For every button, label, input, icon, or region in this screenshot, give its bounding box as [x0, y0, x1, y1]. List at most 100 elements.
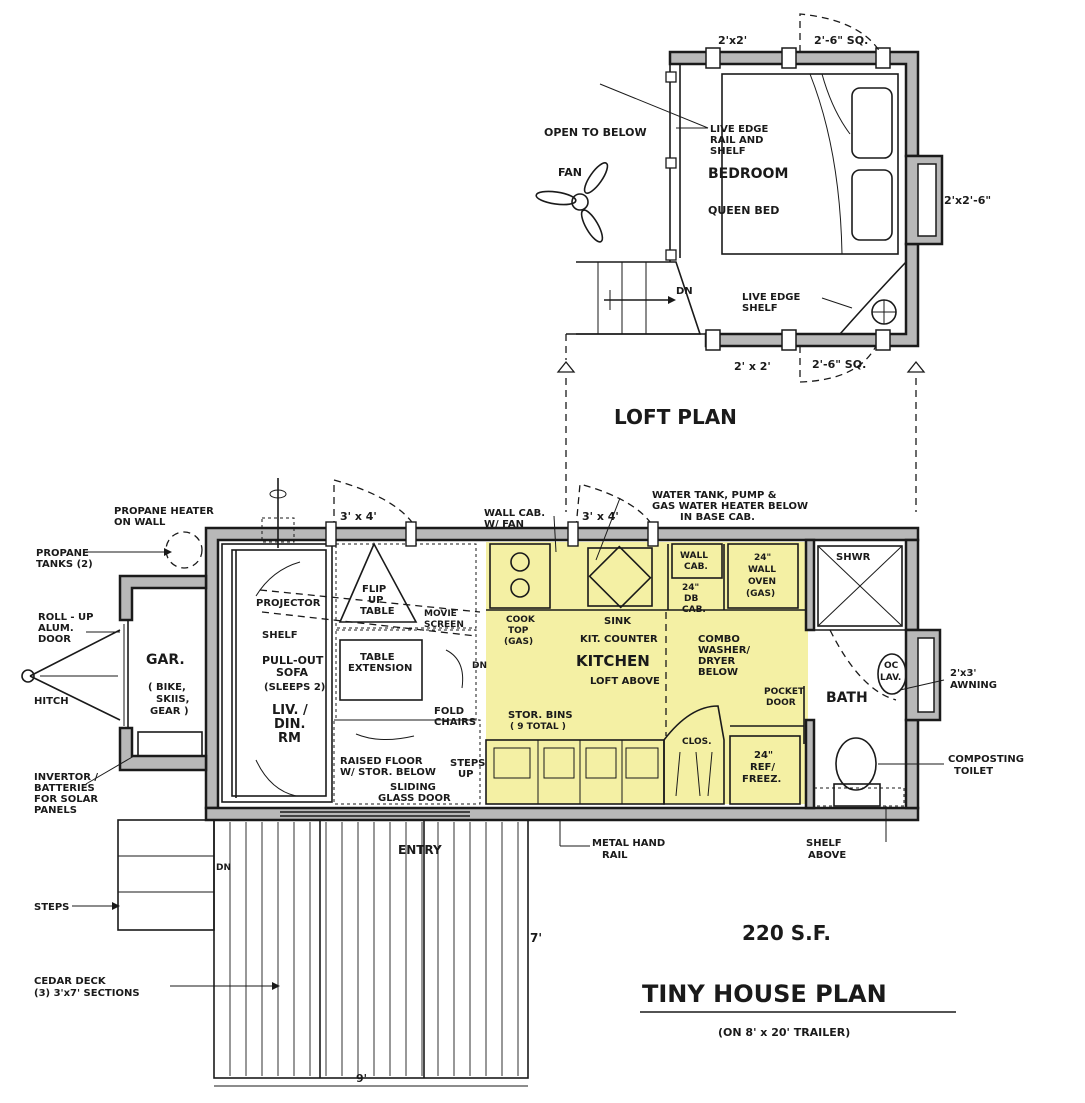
loft-dormer-label: 2'x2'-6" — [944, 194, 991, 207]
flip-up-table — [338, 542, 418, 623]
flip-table-label: TABLE — [360, 606, 395, 617]
movie-screen-label: SCREEN — [424, 620, 464, 630]
sofa-outline — [221, 543, 333, 803]
wall-cab — [671, 543, 723, 579]
cedar-deck-label: CEDAR DECK — [34, 976, 107, 987]
window-label: 3' x 4' — [582, 510, 619, 523]
lav-label: LAV. — [880, 673, 901, 683]
hitch-ball — [21, 669, 35, 683]
db-cab-label: CAB. — [682, 605, 706, 615]
invertor-batteries — [137, 731, 203, 757]
ref-label: REF/ — [750, 762, 775, 773]
roll-up-door-label: DOOR — [38, 634, 71, 645]
garage-contents: GEAR ) — [150, 706, 189, 717]
sink-label: SINK — [604, 616, 632, 627]
fan-blade — [583, 162, 609, 194]
shelf-label: SHELF — [262, 630, 298, 641]
composting-toilet — [835, 737, 877, 791]
house-wall-bottom — [204, 806, 920, 822]
deck-boards — [229, 822, 519, 1076]
awning-label: AWNING — [950, 680, 997, 691]
fold-chair — [445, 649, 464, 689]
wall-oven-label: 24" — [754, 553, 771, 563]
shelf-above-label: ABOVE — [808, 850, 846, 861]
sofa-pillow — [255, 561, 301, 597]
table-extension-label: TABLE — [360, 652, 395, 663]
table-extension-label: EXTENSION — [348, 663, 412, 674]
sofa-inner — [231, 549, 327, 797]
water-tank-label: IN BASE CAB. — [680, 512, 755, 523]
kitchen-label: KITCHEN — [576, 652, 650, 670]
bath-window — [917, 637, 935, 713]
toilet-label: TOILET — [954, 766, 993, 777]
projector-label: PROJECTOR — [256, 598, 321, 609]
steps-up-label: STEPS — [450, 758, 485, 769]
bedroom-label: BEDROOM — [708, 166, 788, 182]
kit-counter-label: KIT. COUNTER — [580, 634, 658, 645]
sofa-label: (SLEEPS 2) — [264, 682, 325, 693]
washer-label: WASHER/ — [698, 645, 750, 656]
window-swing — [799, 345, 877, 383]
closet-label: CLOS. — [682, 737, 712, 747]
ref-label: 24" — [754, 750, 773, 761]
rail-post — [665, 71, 677, 83]
fan-blade — [535, 190, 577, 206]
cook-top-label: TOP — [508, 626, 529, 636]
live-edge-shelf-curve — [839, 261, 907, 335]
sliding-door-label: GLASS DOOR — [378, 793, 451, 804]
living-dining-label: RM — [278, 731, 301, 746]
fold-chairs-label: CHAIRS — [434, 717, 476, 728]
live-edge-shelf-label: LIVE EDGE — [742, 292, 800, 303]
water-tank-label: GAS WATER HEATER BELOW — [652, 501, 808, 512]
loft-skylight-label: 2'-6" SQ. — [814, 34, 868, 47]
pillow — [851, 87, 893, 159]
deck-dim-label: 9' — [356, 1072, 367, 1085]
garage-contents: ( BIKE, — [148, 682, 186, 693]
fold-chair — [355, 733, 415, 740]
invertor-label: INVERTOR / — [34, 772, 98, 783]
washer-label: COMBO — [698, 634, 740, 645]
shelf-above-label: SHELF — [806, 838, 842, 849]
plan-subtitle: (ON 8' x 20' TRAILER) — [718, 1026, 850, 1039]
storage-bins-label: STOR. BINS — [508, 710, 573, 721]
living-dining-label: DIN. — [274, 717, 305, 732]
propane-tanks-label: PROPANE — [36, 548, 89, 559]
area-label: 220 S.F. — [742, 921, 831, 945]
steps-label: STEPS — [34, 902, 69, 913]
cook-top-label: (GAS) — [504, 637, 533, 647]
main-floor — [21, 478, 945, 1087]
propane-heater-label: PROPANE HEATER — [114, 506, 214, 517]
deck-dim-label: 7' — [530, 931, 542, 945]
sofa-pillow — [255, 759, 297, 797]
garage-contents: SKIIS, — [156, 694, 189, 705]
metal-rail-label: RAIL — [602, 850, 628, 861]
invertor-label: PANELS — [34, 805, 77, 816]
wall-cab-fan-label: W/ FAN — [484, 519, 524, 530]
entry-label: ENTRY — [398, 843, 442, 857]
wall-cab-label: WALL — [680, 551, 708, 561]
loft-stair-outline — [576, 261, 702, 335]
window-swing — [799, 13, 881, 53]
lav-label: OC — [884, 661, 899, 671]
loft-skylight-label: 2'-6" SQ. — [812, 358, 866, 371]
pocket-door-label: DOOR — [766, 698, 796, 708]
closet — [663, 705, 725, 805]
fold-chairs-label: FOLD — [434, 706, 464, 717]
pocket-door-label: POCKET — [764, 687, 805, 697]
garage-label: GAR. — [146, 652, 185, 668]
queen-bed — [721, 73, 899, 255]
raised-floor-label: W/ STOR. BELOW — [340, 767, 436, 778]
roll-up-door-label: ALUM. — [38, 623, 74, 634]
steps — [117, 819, 215, 931]
shower-label: SHWR — [836, 552, 871, 563]
roll-up-door-label: ROLL - UP — [38, 612, 94, 623]
invertor-label: BATTERIES — [34, 783, 95, 794]
toilet-label: COMPOSTING — [948, 754, 1024, 765]
live-edge-rail-label: RAIL AND — [710, 135, 763, 146]
db-cab-label: DB — [684, 594, 698, 604]
open-to-below-label: OPEN TO BELOW — [544, 126, 647, 139]
window-label: 3' x 4' — [340, 510, 377, 523]
cook-top — [489, 543, 551, 609]
bath-label: BATH — [826, 690, 868, 706]
